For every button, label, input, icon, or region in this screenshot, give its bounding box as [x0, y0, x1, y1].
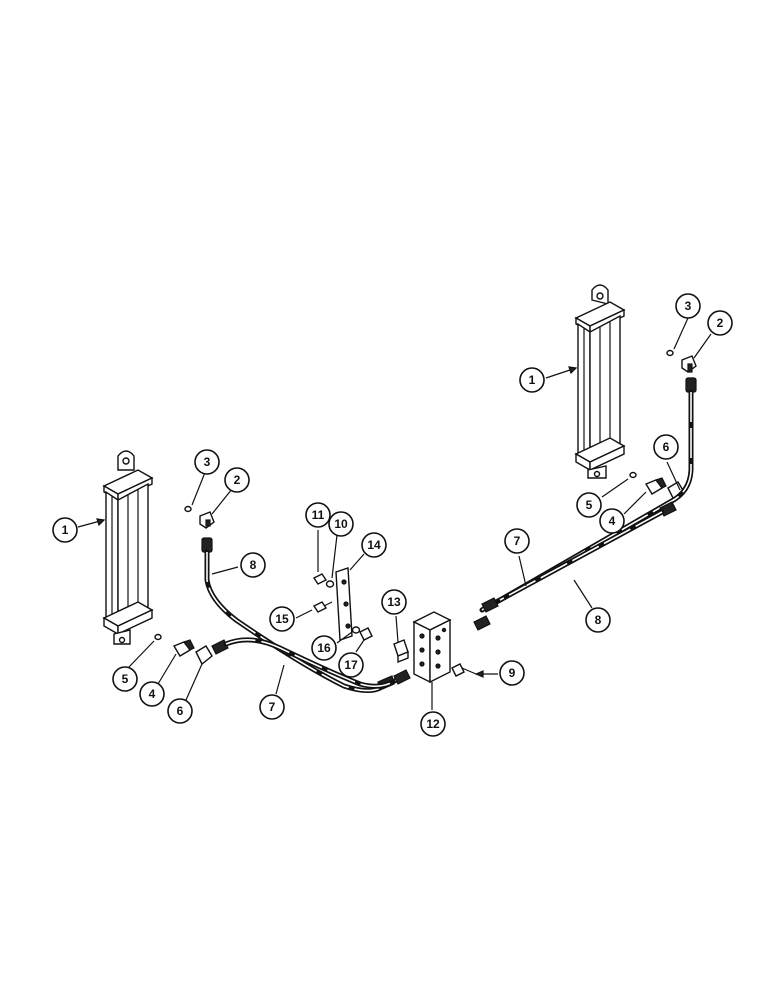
svg-text:9: 9 — [509, 666, 516, 680]
bolt-9 — [451, 663, 477, 677]
svg-text:14: 14 — [367, 538, 381, 552]
svg-text:1: 1 — [529, 373, 536, 387]
nut-11 — [312, 573, 328, 585]
left-o-ring-5 — [154, 633, 162, 641]
svg-text:12: 12 — [426, 717, 440, 731]
svg-text:17: 17 — [344, 658, 358, 672]
svg-text:3: 3 — [685, 299, 692, 313]
svg-text:11: 11 — [312, 508, 325, 522]
callout-3-left: 3 — [194, 449, 220, 475]
callout-6-left: 6 — [167, 698, 193, 724]
svg-text:15: 15 — [275, 612, 289, 626]
svg-text:10: 10 — [334, 517, 348, 531]
svg-text:7: 7 — [269, 700, 276, 714]
left-elbow-fitting-2 — [199, 511, 215, 529]
svg-text:3: 3 — [204, 455, 211, 469]
callout-10: 10 — [328, 511, 354, 537]
callout-2-left: 2 — [224, 467, 250, 493]
callout-3-right: 3 — [675, 293, 701, 319]
right-o-ring-3 — [666, 349, 674, 357]
callout-14: 14 — [361, 532, 387, 558]
callout-17: 17 — [338, 652, 364, 678]
valve-block-12 — [412, 611, 452, 684]
svg-text:2: 2 — [234, 473, 241, 487]
svg-text:13: 13 — [387, 595, 401, 609]
left-hose-7 — [211, 637, 411, 689]
svg-text:5: 5 — [122, 672, 129, 686]
callout-4-right: 4 — [599, 508, 625, 534]
svg-text:16: 16 — [317, 641, 331, 655]
svg-text:8: 8 — [250, 558, 257, 572]
svg-text:8: 8 — [595, 613, 602, 627]
svg-text:5: 5 — [586, 498, 593, 512]
callout-8-right: 8 — [585, 607, 611, 633]
right-o-ring-5 — [629, 471, 637, 479]
callout-4-left: 4 — [139, 681, 165, 707]
callout-8-left: 8 — [240, 552, 266, 578]
callout-13: 13 — [381, 589, 407, 615]
svg-text:6: 6 — [663, 440, 670, 454]
callout-5-left: 5 — [112, 666, 138, 692]
svg-text:6: 6 — [177, 704, 184, 718]
callout-12: 12 — [420, 711, 446, 737]
mounting-plate-14 — [335, 567, 353, 641]
right-hydraulic-cylinder — [574, 284, 626, 479]
svg-text:2: 2 — [717, 316, 724, 330]
callout-6-right: 6 — [653, 434, 679, 460]
leader-lines — [77, 317, 712, 710]
svg-text:4: 4 — [149, 687, 156, 701]
washer-10 — [325, 580, 335, 588]
nut-17 — [359, 627, 373, 641]
plug-13 — [393, 639, 409, 664]
svg-text:1: 1 — [62, 523, 69, 537]
callout-15: 15 — [269, 606, 295, 632]
callout-5-right: 5 — [576, 492, 602, 518]
left-adapter-4 — [172, 639, 195, 657]
left-elbow-6 — [195, 645, 213, 666]
left-hydraulic-cylinder — [102, 450, 154, 645]
bolt-15 — [312, 601, 333, 613]
washer-16 — [351, 626, 361, 634]
callout-2-right: 2 — [707, 310, 733, 336]
callout-16: 16 — [311, 635, 337, 661]
svg-text:4: 4 — [609, 514, 616, 528]
callout-7-left: 7 — [259, 694, 285, 720]
svg-text:7: 7 — [514, 534, 521, 548]
left-hose-8 — [201, 537, 395, 694]
right-elbow-fitting-2 — [681, 355, 697, 373]
callout-11: 11 — [305, 502, 331, 528]
callout-7-right: 7 — [504, 528, 530, 554]
left-o-ring-3 — [184, 505, 192, 513]
right-adapter-4 — [644, 477, 667, 495]
callout-1-left: 1 — [52, 517, 78, 543]
callout-1-right: 1 — [519, 367, 545, 393]
callout-9: 9 — [499, 660, 525, 686]
right-hose-7 — [481, 501, 677, 613]
